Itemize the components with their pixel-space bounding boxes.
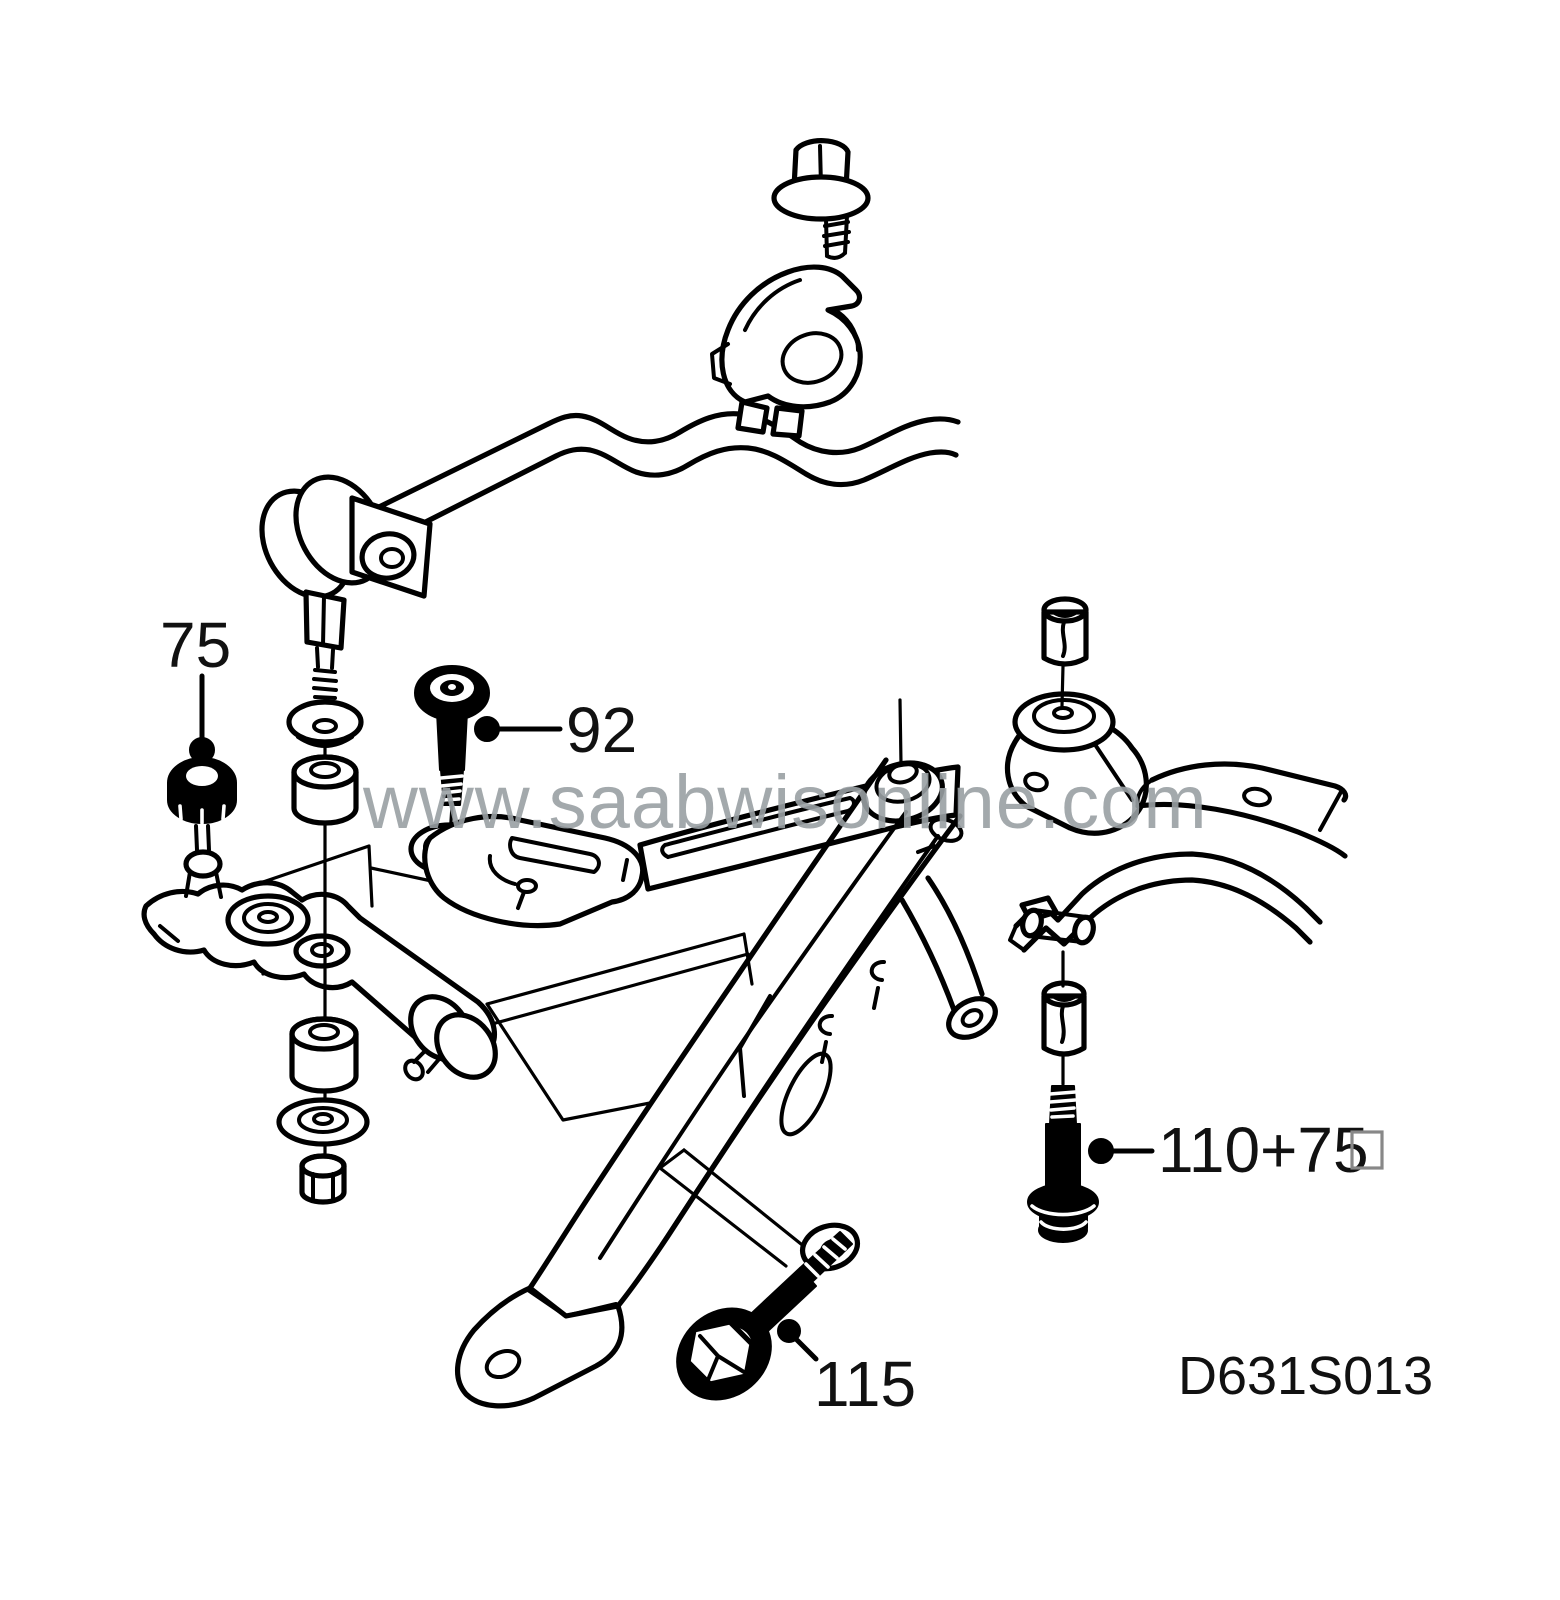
link-washer-lower	[276, 1097, 370, 1147]
anti-roll-bar	[374, 411, 961, 543]
link-bushing-lower	[289, 1016, 359, 1094]
control-arm-upper	[408, 698, 961, 929]
link-washer-upper	[286, 699, 364, 748]
control-arm-front-bolt	[414, 665, 490, 838]
angle-tightening-square-icon	[1350, 1130, 1384, 1170]
link-nut-lower	[299, 1153, 347, 1205]
subframe	[455, 596, 1349, 1409]
callout-92-label: 92	[566, 694, 637, 766]
subframe-rear-bolt	[1027, 1085, 1099, 1243]
control-arm-lower	[141, 880, 498, 1082]
stabilizer-link	[259, 474, 433, 708]
watermark: www.saabwisonline.com	[362, 760, 1208, 845]
stabilizer-link-locknut	[167, 757, 237, 899]
link-bushing-upper	[291, 754, 359, 826]
stabilizer-bar-clamp	[710, 264, 863, 439]
callout-leaders	[189, 673, 1155, 1362]
callout-75-label: 75	[160, 609, 231, 681]
spacer-sleeve-lower	[1041, 950, 1087, 1086]
clamp-bolt	[771, 138, 871, 260]
subframe-front-bolt	[676, 1231, 853, 1401]
diagram-code: D631S013	[1178, 1346, 1433, 1406]
callout-110-75-label: 110+75	[1158, 1114, 1369, 1186]
callout-115-label: 115	[814, 1348, 916, 1420]
